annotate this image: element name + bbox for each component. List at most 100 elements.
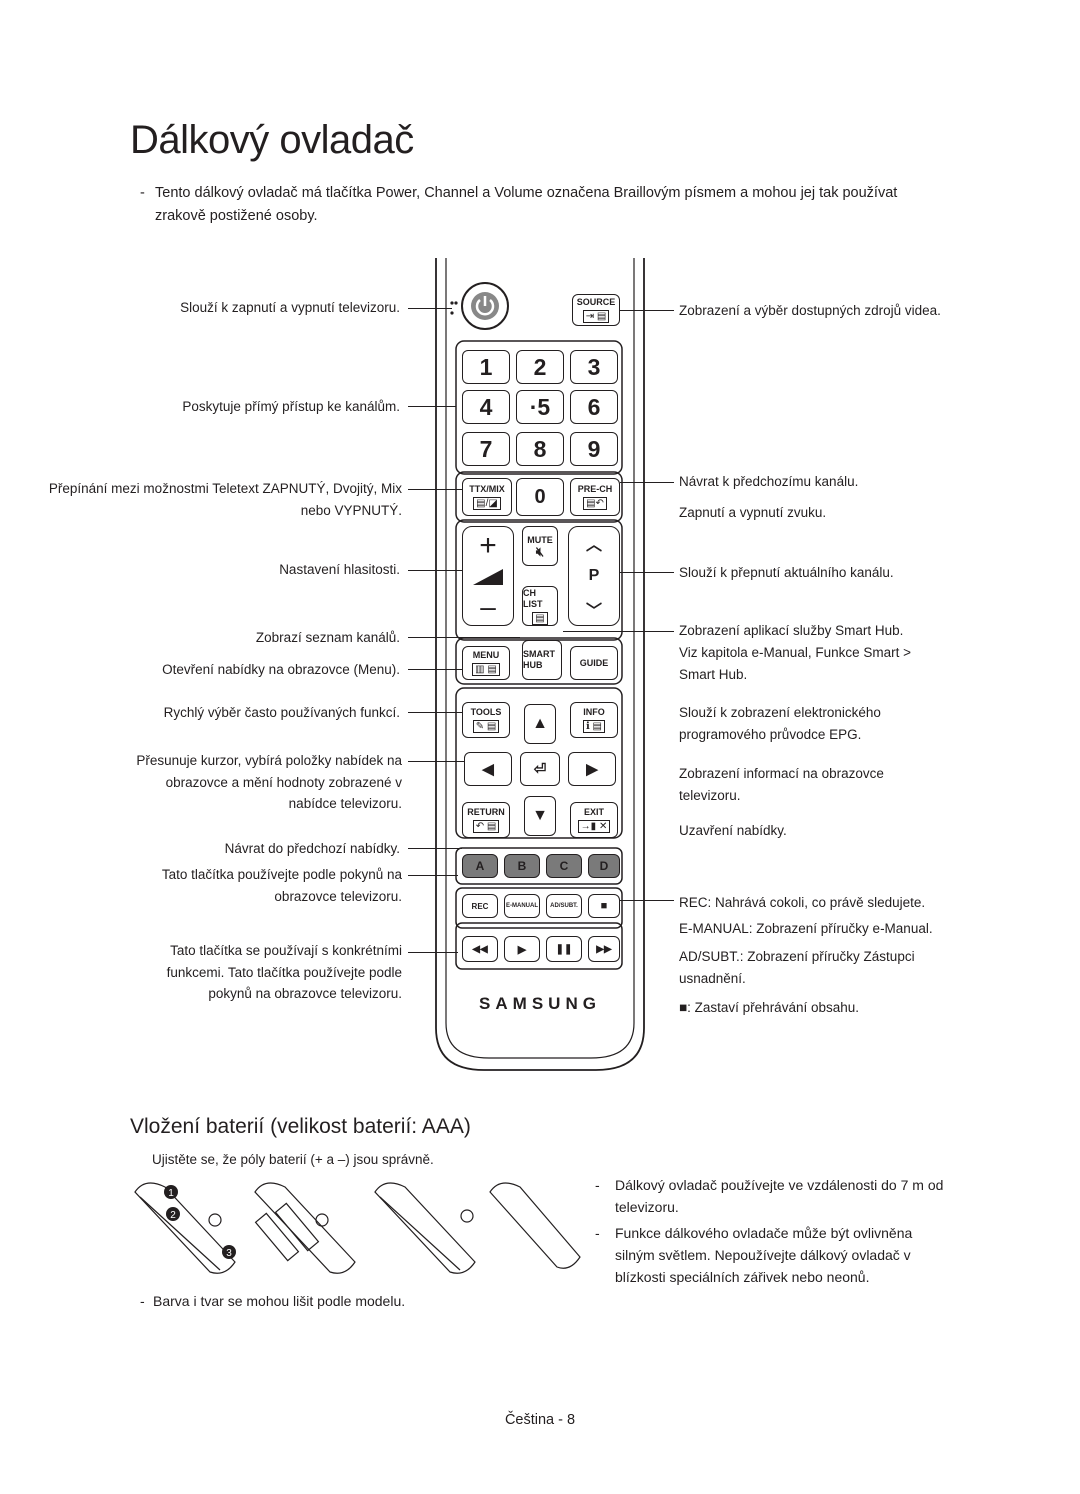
up-arrow-icon: ▲ [532,715,548,732]
fast-forward-button[interactable]: ▶▶ [588,936,620,962]
left-arrow-button[interactable]: ◀ [464,752,512,786]
remote-control: SOURCE⇥ ▤ 1 2 3 4 ·5 6 7 8 9 TTX/MIX▤/◪ … [434,258,646,1072]
digit-8-button[interactable]: 8 [516,432,564,466]
enter-button[interactable]: ⏎ [520,752,560,786]
digit-1-button[interactable]: 1 [462,350,510,384]
intro-note: - Tento dálkový ovladač má tlačítka Powe… [140,182,930,228]
label-power: Slouží k zapnutí a vypnutí televizoru. [180,300,400,315]
label-volume: Nastavení hlasitosti. [279,562,400,577]
exit-button[interactable]: EXIT→▮ ✕ [570,802,618,838]
label-pre-ch: Návrat k předchozímu kanálu. [679,474,859,489]
digit-2-button[interactable]: 2 [516,350,564,384]
label-tools: Rychlý výběr často používaných funkcí. [163,705,400,720]
label-source: Zobrazení a výběr dostupných zdrojů vide… [679,303,941,318]
leader-line [620,572,674,573]
digit-9-button[interactable]: 9 [570,432,618,466]
mute-icon: 🔇︎ [535,544,545,559]
leader-line [620,482,674,483]
samsung-logo: SAMSUNG [479,994,601,1013]
label-color-buttons: Tato tlačítka používejte podle pokynů na… [161,867,402,904]
down-arrow-icon: ▼ [532,807,548,824]
label-info: Zobrazení informací na obrazovce televiz… [679,766,884,803]
label-rec: REC: Nahrává cokoli, co právě sledujete. [679,895,926,910]
usage-note-1: - Dálkový ovladač používejte ve vzdáleno… [595,1177,944,1215]
label-smart-hub: Zobrazení aplikací služby Smart Hub. [679,623,904,638]
rewind-button[interactable]: ◀◀ [462,936,498,962]
label-ad-subt: AD/SUBT.: Zobrazení příručky Zástupci us… [679,949,915,986]
color-button-d[interactable]: D [588,854,620,878]
label-menu: Otevření nabídky na obrazovce (Menu). [162,662,400,677]
play-button[interactable]: ▶ [504,936,540,962]
color-button-c[interactable]: C [546,854,582,878]
battery-illustration: 1 2 3 [134,1182,581,1274]
teletext-icon: ▤/◪ [473,497,501,510]
ch-list-icon: ▤ [532,611,548,625]
volume-rocker[interactable]: + – [462,526,514,626]
smart-hub-button[interactable]: SMART HUB [522,640,562,680]
svg-text:2: 2 [170,1210,176,1221]
leader-line [408,952,458,953]
leader-line [408,308,452,309]
svg-text:3: 3 [226,1248,232,1259]
stop-button[interactable]: ■ [588,894,620,918]
menu-icon: ▥ ▤ [472,663,500,676]
label-exit: Uzavření nabídky. [679,823,787,838]
usage-note-2: - Funkce dálkového ovladače může být ovl… [595,1225,913,1285]
pre-ch-button[interactable]: PRE-CH▤↶ [570,478,620,516]
digit-4-button[interactable]: 4 [462,390,510,424]
right-arrow-button[interactable]: ▶ [568,752,616,786]
intro-text: Tento dálkový ovladač má tlačítka Power,… [155,185,898,224]
return-icon: ↶ ▤ [472,820,500,833]
enter-icon: ⏎ [533,761,547,778]
menu-button[interactable]: MENU▥ ▤ [462,646,510,680]
digit-6-button[interactable]: 6 [570,390,618,424]
label-numbers: Poskytuje přímý přístup ke kanálům. [182,399,400,414]
volume-up-label: + [479,529,497,562]
info-icon: ℹ ▤ [582,720,606,733]
digit-0-button[interactable]: 0 [516,478,564,516]
channel-rocker[interactable]: ︿ P ﹀ [568,526,620,626]
mute-button[interactable]: MUTE🔇︎ [522,526,558,566]
label-media-buttons: Tato tlačítka se používají s konkrétními… [166,943,402,1001]
label-channel: Slouží k přepnutí aktuálního kanálu. [679,565,894,580]
label-e-manual: E-MANUAL: Zobrazení příručky e-Manual. [679,921,933,936]
power-button[interactable] [461,282,509,330]
tools-icon: ✎ ▤ [472,720,500,733]
label-smart-hub-ref: Viz kapitola e-Manual, Funkce Smart > Sm… [679,645,911,682]
ch-list-button[interactable]: CH LIST▤ [522,586,558,626]
digit-5-button[interactable]: ·5 [516,390,564,424]
ttx-mix-button[interactable]: TTX/MIX▤/◪ [462,478,512,516]
up-arrow-button[interactable]: ▲ [524,704,556,744]
power-icon [471,292,499,320]
label-mute: Zapnutí a vypnutí zvuku. [679,505,827,520]
digit-7-button[interactable]: 7 [462,432,510,466]
volume-down-label: – [480,591,496,622]
label-guide: Slouží k zobrazení elektronického progra… [679,705,881,742]
e-manual-button[interactable]: E-MANUAL [504,894,540,918]
exit-icon: →▮ ✕ [577,820,611,833]
channel-down-icon: ﹀ [585,603,602,620]
prech-icon: ▤↶ [583,497,607,510]
color-button-b[interactable]: B [504,854,540,878]
color-button-a[interactable]: A [462,854,498,878]
leader-line [620,310,674,311]
tools-button[interactable]: TOOLS✎ ▤ [462,702,510,738]
leader-line [408,848,462,849]
pause-button[interactable]: ❚❚ [546,936,582,962]
leader-line [408,712,462,713]
page-footer: Čeština - 8 [504,1412,576,1428]
digit-3-button[interactable]: 3 [570,350,618,384]
svg-text:1: 1 [168,1188,174,1199]
label-arrows: Přesunuje kurzor, vybírá položky nabídek… [136,753,402,811]
leader-line [563,631,674,632]
volume-ramp-icon [473,569,503,585]
guide-button[interactable]: GUIDE [570,646,618,680]
label-return: Návrat do předchozí nabídky. [224,841,400,856]
rec-button[interactable]: REC [462,894,498,918]
return-button[interactable]: RETURN↶ ▤ [462,802,510,838]
leader-line [408,406,456,407]
source-button[interactable]: SOURCE⇥ ▤ [572,294,620,326]
down-arrow-button[interactable]: ▼ [524,796,556,836]
ad-subt-button[interactable]: AD/SUBT. [546,894,582,918]
